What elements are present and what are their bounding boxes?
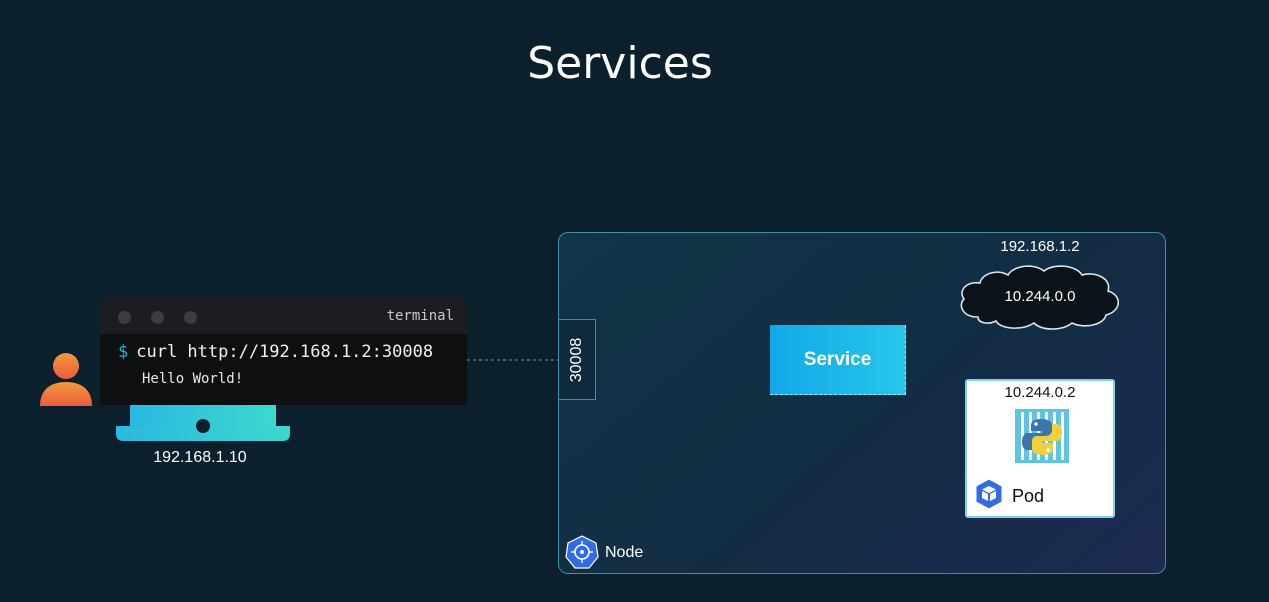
terminal-window: terminal $curl http://192.168.1.2:30008 … [100,298,467,405]
pod-icon [975,478,1003,510]
terminal-command-line: $ curl http://192.168.1.2:30008 [118,342,433,362]
user-icon [40,353,92,406]
window-dot-icon [151,311,164,324]
terminal-output: Hello World! [142,371,244,387]
network-cloud-icon [960,265,1120,330]
window-dot-icon [118,311,131,324]
page-title: Services [527,38,713,89]
pod-box: 10.244.0.2 Pod [965,379,1115,518]
terminal-command: curl http://192.168.1.2:30008 [136,342,434,362]
node-port: 30008 [558,319,596,400]
pod-ip: 10.244.0.2 [1004,384,1076,401]
node-port-label: 30008 [568,337,585,382]
python-icon [1015,409,1069,463]
network-cidr: 10.244.0.0 [1004,288,1076,305]
client-ip: 192.168.1.10 [153,449,247,466]
node-ip: 192.168.1.2 [1000,238,1080,255]
node-icon [565,535,599,569]
pod-label: Pod [1012,486,1045,506]
node-label: Node [605,544,644,561]
window-dot-icon [184,311,197,324]
service-box: Service [770,325,906,395]
service-label: Service [803,348,872,370]
terminal-prompt: $ [118,342,129,362]
terminal-titlebar: terminal [100,298,467,334]
terminal-title: terminal [386,308,454,324]
